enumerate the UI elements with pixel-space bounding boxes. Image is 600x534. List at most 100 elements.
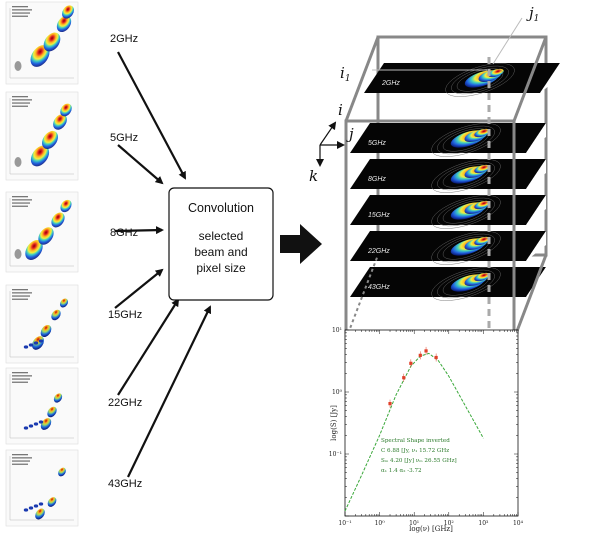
jet-emission <box>51 309 61 321</box>
slice-label: 8GHz <box>368 176 386 183</box>
thumbnail-caption-line <box>12 12 30 14</box>
x-tick-label: 10⁻¹ <box>338 520 351 527</box>
beam-ellipse <box>14 157 22 167</box>
arrow-8ghz <box>114 226 164 235</box>
convolution-box-frame <box>168 187 274 301</box>
thumbnail-caption-line <box>12 375 32 377</box>
jet-emission <box>38 227 54 245</box>
jet-knot <box>23 426 29 430</box>
slice-emission <box>474 128 490 138</box>
thumb-label-22ghz: 22GHz <box>108 397 142 409</box>
thumb-label-43ghz: 43GHz <box>108 478 142 490</box>
spectrum-points <box>388 346 438 408</box>
jet-emission <box>59 298 69 308</box>
thumb-label-15ghz: 15GHz <box>108 309 142 321</box>
thumbnail-caption-line <box>12 295 30 297</box>
slice-label: 15GHz <box>368 212 390 219</box>
cube-slice: 43GHz <box>350 267 546 301</box>
slice-label: 22GHz <box>367 248 390 255</box>
jet-knot <box>28 343 34 347</box>
jet-knot <box>23 508 29 512</box>
pixel-i-label: i1 <box>340 64 351 84</box>
slice-edge-highlight <box>526 195 546 225</box>
slice-edge-highlight <box>526 231 546 261</box>
map-thumbnail <box>5 191 79 273</box>
arrow-2ghz <box>117 51 186 180</box>
jet-emission <box>53 393 63 403</box>
axis-i-arrow <box>319 121 337 146</box>
cube-slice: 22GHz <box>350 231 546 265</box>
thumbnail-caption-line <box>12 378 30 380</box>
axis-j-label: j <box>346 125 354 143</box>
thumbnail-caption-line <box>12 460 30 462</box>
map-thumbnail <box>5 449 79 527</box>
jet-knot <box>33 422 39 426</box>
jet-knot <box>38 339 44 343</box>
jet-emission <box>40 324 52 338</box>
jet-emission <box>25 240 43 260</box>
axis-k-label: k <box>309 167 318 185</box>
thumbnail-frame <box>5 284 79 364</box>
fit-line-2: Sₘ 4.20 [Jy] νₘ 26.55 GHz] <box>381 458 457 464</box>
jet-emission <box>42 130 58 150</box>
slice-label: 2GHz <box>381 80 400 87</box>
cube-slice: 8GHz <box>350 159 546 193</box>
jet-emission <box>60 103 72 117</box>
cube-slice: 5GHz <box>350 123 546 157</box>
thumbnail-caption-line <box>12 289 28 291</box>
slice-plane <box>350 231 546 261</box>
big-arrow-right <box>280 224 322 264</box>
y-axis-title: log(S) [Jy] <box>330 405 338 441</box>
slice-emission <box>474 200 490 210</box>
arrow-15ghz <box>114 268 164 309</box>
jet-emission <box>30 145 50 167</box>
slice-label: 43GHz <box>368 284 390 291</box>
slice-contour <box>431 267 501 301</box>
axis-i-label: i <box>338 101 343 119</box>
map-thumbnail <box>5 367 79 445</box>
y-tick-labels: 10¹ 10⁰ 10⁻¹ <box>329 327 343 458</box>
jet-knot <box>23 345 29 349</box>
slice-edge-highlight <box>540 63 560 93</box>
convolution-line-1: selected <box>199 229 244 243</box>
thumb-label-8ghz: 8GHz <box>110 227 138 239</box>
jet-knot <box>28 424 34 428</box>
x-tick-label: 10⁴ <box>513 520 524 527</box>
thumbnail-caption-line <box>12 99 32 101</box>
slice-emission <box>474 236 490 246</box>
spectrum-ticks <box>344 329 519 517</box>
x-tick-label: 10³ <box>478 520 489 527</box>
x-tick-label: 10¹ <box>409 520 419 527</box>
cube-edge-br <box>512 254 548 340</box>
thumbnail-caption-line <box>12 96 28 98</box>
slice-contour <box>431 159 501 193</box>
map-thumbnails <box>5 1 79 527</box>
slice-plane <box>350 195 546 225</box>
beam-ellipse <box>14 249 22 259</box>
convolution-line-3: pixel size <box>196 261 246 275</box>
slice-label: 5GHz <box>368 140 386 147</box>
jet-emission <box>62 5 74 19</box>
slice-edge-highlight <box>526 159 546 189</box>
cube-edge-bl <box>345 254 379 340</box>
jet-emission <box>56 15 72 33</box>
thumbnail-caption-line <box>12 292 32 294</box>
arrow-22ghz <box>117 298 180 396</box>
thumbnail-caption-line <box>12 9 32 11</box>
slice-contour <box>437 269 495 299</box>
thumbnail-labels: 2GHz 5GHz 8GHz 15GHz 22GHz 43GHz <box>108 33 142 490</box>
thumb-label-5ghz: 5GHz <box>110 132 138 144</box>
y-tick-label: 10⁻¹ <box>329 451 342 458</box>
y-tick-label: 10¹ <box>332 327 342 334</box>
x-tick-label: 10⁰ <box>375 520 386 527</box>
pixel-j-pointer <box>492 17 523 65</box>
jet-emission <box>47 406 57 418</box>
convolution-title: Convolution <box>188 201 254 215</box>
y-tick-label: 10⁰ <box>332 389 343 396</box>
slice-contour <box>437 197 495 227</box>
slice-contour <box>456 68 504 92</box>
